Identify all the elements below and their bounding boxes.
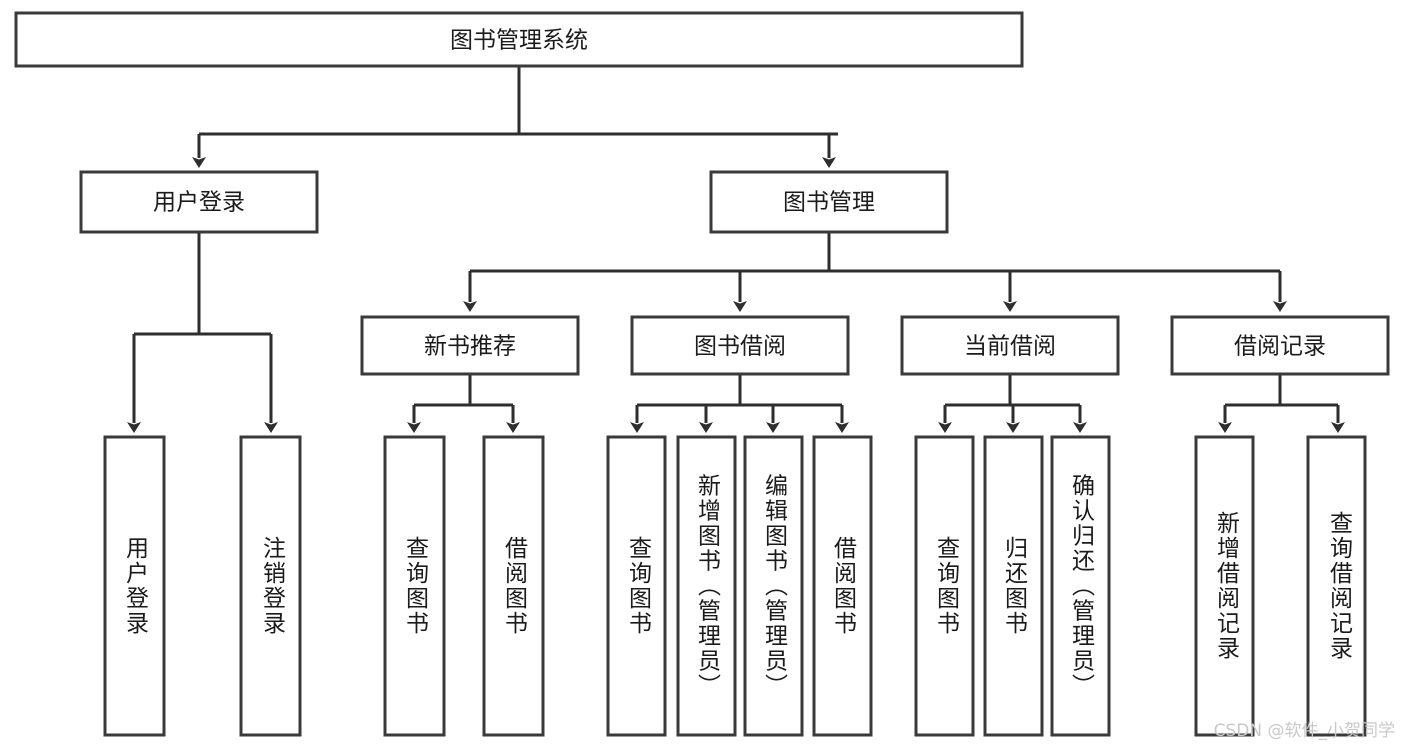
node-leaf-add-book-box[interactable] — [676, 435, 737, 737]
node-leaf-query-book-1-box[interactable] — [383, 435, 446, 737]
node-leaf-query-book-3-box[interactable] — [914, 435, 975, 737]
node-book-borrow-label: 图书借阅 — [694, 334, 786, 360]
node-leaf-confirm-return-box[interactable] — [1050, 435, 1111, 737]
node-user-login[interactable]: 用户登录 — [79, 170, 319, 234]
node-leaf-borrow-book-2[interactable]: 借阅图书 — [812, 435, 873, 737]
node-leaf-add-book[interactable]: 新增图书（管理员） — [676, 435, 737, 737]
node-borrow-record-box[interactable] — [1170, 315, 1390, 376]
node-leaf-borrow-book-1[interactable]: 借阅图书 — [482, 435, 545, 737]
node-new-book-recommend[interactable]: 新书推荐 — [360, 315, 580, 376]
node-leaf-add-book-label: 新增图书（管理员） — [694, 474, 722, 699]
node-leaf-query-record-label: 查询借阅记录 — [1326, 511, 1354, 661]
node-leaf-add-record[interactable]: 新增借阅记录 — [1194, 435, 1255, 737]
node-borrow-record-label: 借阅记录 — [1234, 334, 1326, 360]
node-leaf-confirm-return-label: 确认归还（管理员） — [1068, 474, 1096, 699]
node-book-borrow[interactable]: 图书借阅 — [630, 315, 850, 376]
node-leaf-query-book-1-label: 查询图书 — [402, 536, 430, 636]
node-leaf-edit-book-label: 编辑图书（管理员） — [761, 474, 789, 699]
node-user-login-box[interactable] — [79, 170, 319, 234]
node-leaf-borrow-book-2-label: 借阅图书 — [830, 536, 858, 636]
node-leaf-logout-box[interactable] — [239, 435, 302, 737]
node-leaf-return-book-box[interactable] — [983, 435, 1044, 737]
node-current-borrow-label: 当前借阅 — [964, 334, 1056, 360]
node-new-book-recommend-box[interactable] — [360, 315, 580, 376]
node-leaf-logout-label: 注销登录 — [259, 536, 287, 636]
node-leaf-add-record-box[interactable] — [1194, 435, 1255, 737]
node-user-login-label: 用户登录 — [153, 190, 245, 216]
node-leaf-borrow-book-2-box[interactable] — [812, 435, 873, 737]
node-leaf-add-record-label: 新增借阅记录 — [1213, 511, 1241, 661]
node-leaf-query-book-2-label: 查询图书 — [625, 536, 653, 636]
node-leaf-confirm-return[interactable]: 确认归还（管理员） — [1050, 435, 1111, 737]
node-new-book-recommend-label: 新书推荐 — [424, 334, 516, 360]
node-book-management[interactable]: 图书管理 — [709, 170, 949, 234]
node-leaf-query-record[interactable]: 查询借阅记录 — [1306, 435, 1367, 737]
node-leaf-user-login[interactable]: 用户登录 — [103, 435, 166, 737]
node-leaf-borrow-book-1-label: 借阅图书 — [501, 536, 529, 636]
connectors — [127, 66, 1345, 433]
node-book-borrow-box[interactable] — [630, 315, 850, 376]
node-current-borrow[interactable]: 当前借阅 — [900, 315, 1120, 376]
node-leaf-edit-book-box[interactable] — [743, 435, 804, 737]
node-leaf-borrow-book-1-box[interactable] — [482, 435, 545, 737]
node-current-borrow-box[interactable] — [900, 315, 1120, 376]
node-root-box[interactable] — [14, 11, 1024, 68]
node-leaf-query-book-3-label: 查询图书 — [933, 536, 961, 636]
node-leaf-logout[interactable]: 注销登录 — [239, 435, 302, 737]
node-leaf-query-book-1[interactable]: 查询图书 — [383, 435, 446, 737]
node-leaf-query-record-box[interactable] — [1306, 435, 1367, 737]
node-root[interactable]: 图书管理系统 — [14, 11, 1024, 68]
node-book-management-box[interactable] — [709, 170, 949, 234]
node-borrow-record[interactable]: 借阅记录 — [1170, 315, 1390, 376]
node-leaf-user-login-box[interactable] — [103, 435, 166, 737]
node-leaf-query-book-3[interactable]: 查询图书 — [914, 435, 975, 737]
node-leaf-return-book-label: 归还图书 — [1001, 536, 1029, 636]
node-leaf-edit-book[interactable]: 编辑图书（管理员） — [743, 435, 804, 737]
node-leaf-return-book[interactable]: 归还图书 — [983, 435, 1044, 737]
node-book-management-label: 图书管理 — [783, 190, 875, 216]
node-root-label: 图书管理系统 — [450, 28, 588, 54]
node-leaf-user-login-label: 用户登录 — [122, 536, 150, 636]
node-leaf-query-book-2-box[interactable] — [606, 435, 667, 737]
watermark: CSDN @软件_小贺同学 — [1213, 721, 1395, 741]
node-leaf-query-book-2[interactable]: 查询图书 — [606, 435, 667, 737]
